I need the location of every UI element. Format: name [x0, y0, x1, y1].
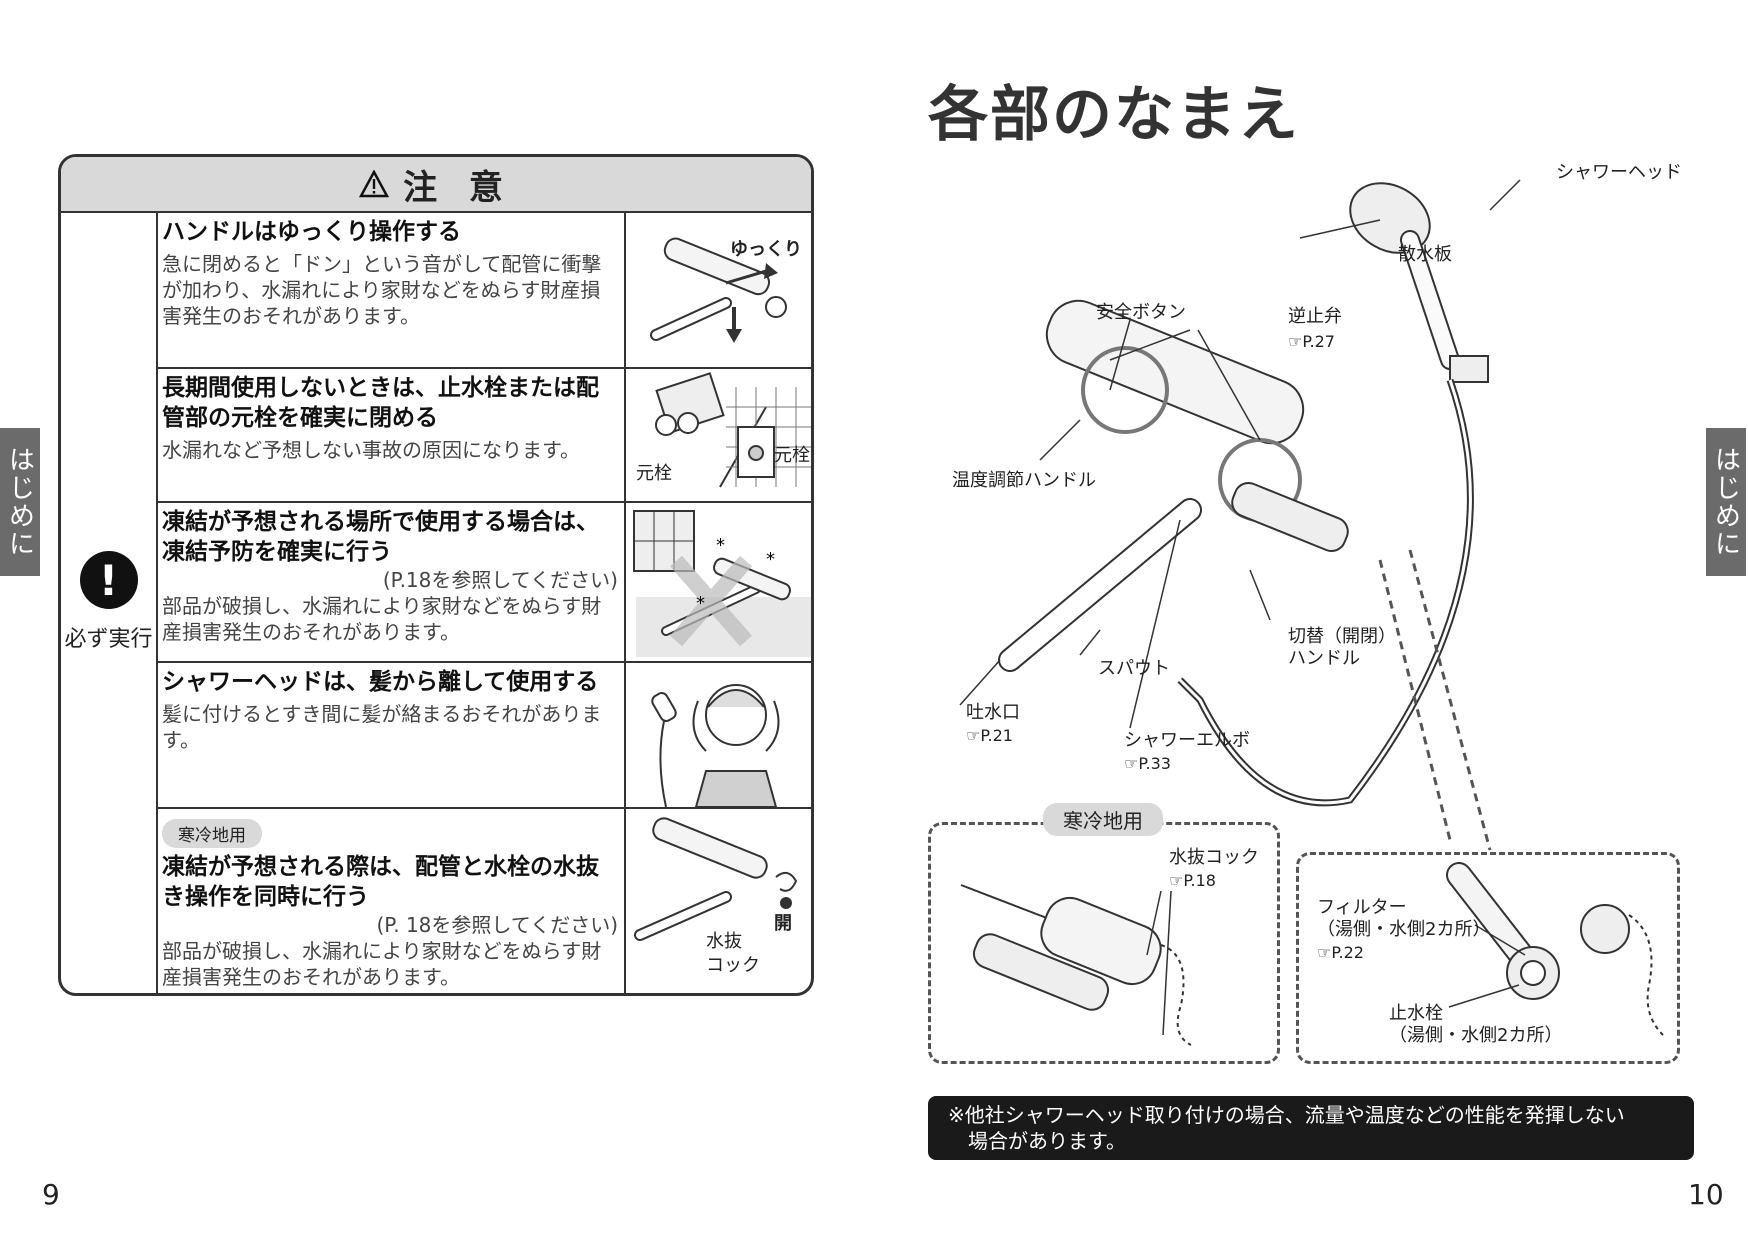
caution-row-4: シャワーヘッドは、髪から離して使用する 髪に付けるとすき間に髪が絡まるおそれがあ…	[156, 661, 811, 809]
cold-region-tag: 寒冷地用	[1043, 803, 1163, 836]
caution-row-2: 長期間使用しないときは、止水栓または配管部の元栓を確実に閉める 水漏れなど予想し…	[156, 367, 811, 503]
row-body: 部品が破損し、水漏れにより家財などをぬらす財産損害発生のおそれがあります。	[162, 939, 602, 989]
cold-region-box: 寒冷地用 水抜コック ☞P.18	[928, 803, 1280, 1064]
pointing-hand-icon: ☞	[1169, 871, 1184, 890]
label-stop-valve-note: （湯側・水側2カ所）	[1389, 1025, 1563, 1046]
label-filter: フィルター	[1317, 897, 1407, 918]
faucet-diagram	[959, 179, 1521, 851]
label-drain-cock: 水抜コック	[1169, 847, 1259, 868]
cold-region-tag: 寒冷地用	[162, 819, 262, 848]
row-heading: シャワーヘッドは、髪から離して使用する	[162, 669, 599, 695]
must-do-column: ! 必ず実行	[61, 211, 158, 993]
open-label: 開	[774, 913, 792, 934]
caution-header: 注 意	[61, 157, 811, 213]
row-heading: 凍結が予想される際は、配管と水栓の水抜き操作を同時に行う	[162, 854, 599, 910]
label-stop-valve: 止水栓	[1389, 1003, 1443, 1024]
shower-elbow-ref-text: P.33	[1138, 754, 1171, 773]
label-spray-plate: 散水板	[1398, 244, 1452, 265]
svg-text:*: *	[766, 549, 775, 570]
row-body: 急に閉めると「ドン」という音がして配管に衝撃が加わり、水漏れにより家財などをぬら…	[162, 252, 602, 328]
ref-shower-elbow: ☞P.33	[1124, 754, 1171, 773]
row-heading: 凍結が予想される場所で使用する場合は、凍結予防を確実に行う	[162, 509, 599, 565]
label-spout: スパウト	[1098, 658, 1170, 679]
outlet-ref-text: P.21	[980, 726, 1013, 745]
handle-illustration: ゆっくり	[624, 211, 811, 367]
row-heading: 長期間使用しないときは、止水栓または配管部の元栓を確実に閉める	[162, 375, 599, 431]
label-check-valve: 逆止弁	[1288, 306, 1342, 327]
caution-row-5: 寒冷地用 凍結が予想される際は、配管と水栓の水抜き操作を同時に行う (P. 18…	[156, 807, 811, 993]
filter-box: フィルター （湯側・水側2カ所） ☞P.22 止水栓 （湯側・水側2カ所）	[1296, 852, 1680, 1064]
caution-row-3: 凍結が予想される場所で使用する場合は、凍結予防を確実に行う (P.18を参照して…	[156, 501, 811, 663]
hair-illustration	[624, 661, 811, 808]
check-valve-ref-text: P.27	[1302, 332, 1335, 351]
row-body: 部品が破損し、水漏れにより家財などをぬらす財産損害発生のおそれがあります。	[162, 594, 602, 644]
label-temp-handle: 温度調節ハンドル	[952, 470, 1096, 491]
drain-cock-ref-text: P.18	[1183, 871, 1216, 890]
label-filter-note: （湯側・水側2カ所）	[1317, 919, 1491, 940]
page-title: 各部のなまえ	[928, 80, 1300, 150]
exclamation-icon: !	[79, 551, 138, 609]
row-body: 水漏れなど予想しない事故の原因になります。	[162, 438, 580, 462]
slowly-label: ゆっくり	[730, 239, 802, 260]
label-switch-handle-2: ハンドル	[1288, 648, 1360, 669]
ref-filter: ☞P.22	[1317, 943, 1364, 962]
row-body: 髪に付けるとすき間に髪が絡まるおそれがあります。	[162, 702, 602, 752]
label-outlet: 吐水口	[966, 702, 1020, 723]
ref-drain-cock: ☞P.18	[1169, 871, 1216, 890]
drain-label-2: コック	[706, 955, 760, 976]
main-valve-illustration: 元栓 元栓	[624, 367, 811, 501]
drain-illustration: 開 水抜 コック	[624, 807, 811, 993]
note-bar: ※他社シャワーヘッド取り付けの場合、流量や温度などの性能を発揮しない 場合があり…	[928, 1096, 1694, 1160]
ref-check-valve: ☞P.27	[1288, 332, 1335, 351]
side-tab-left: はじめに	[0, 428, 40, 576]
pointing-hand-icon: ☞	[1124, 754, 1139, 773]
pointing-hand-icon: ☞	[1317, 943, 1332, 962]
note-line-1: ※他社シャワーヘッド取り付けの場合、流量や温度などの性能を発揮しない	[948, 1103, 1625, 1127]
label-shower-elbow: シャワーエルボ	[1124, 730, 1250, 751]
pointing-hand-icon: ☞	[1288, 332, 1303, 351]
caution-title: 注 意	[403, 167, 513, 208]
ref-outlet: ☞P.21	[966, 726, 1013, 745]
shower-head-drawing	[1349, 182, 1489, 383]
warning-triangle-icon	[359, 170, 390, 198]
freeze-illustration: * * *	[624, 501, 811, 661]
label-shower-head: シャワーヘッド	[1556, 162, 1682, 183]
note-line-2: 場合があります。	[968, 1129, 1126, 1153]
page-number-left: 9	[42, 1178, 60, 1211]
label-switch-handle-1: 切替（開閉）	[1288, 626, 1396, 647]
caution-box: 注 意 ! 必ず実行 ハンドルはゆっくり操作する 急に閉めると「ドン」という音が…	[58, 154, 814, 996]
svg-text:*: *	[716, 535, 725, 556]
row-reference: (P. 18を参照してください)	[376, 913, 618, 937]
pointing-hand-icon: ☞	[966, 726, 981, 745]
main-valve-label-2: 元栓	[774, 445, 810, 466]
row-heading: ハンドルはゆっくり操作する	[162, 219, 461, 245]
main-valve-label-1: 元栓	[636, 463, 672, 484]
row-reference: (P.18を参照してください)	[382, 568, 618, 592]
page-number-right: 10	[1688, 1178, 1724, 1211]
must-do-label: 必ず実行	[64, 627, 153, 652]
drain-label-1: 水抜	[706, 931, 742, 952]
label-safety-button: 安全ボタン	[1096, 302, 1186, 323]
svg-text:*: *	[696, 593, 705, 614]
filter-ref-text: P.22	[1331, 943, 1364, 962]
side-tab-right: はじめに	[1706, 428, 1746, 576]
caution-row-1: ハンドルはゆっくり操作する 急に閉めると「ドン」という音がして配管に衝撃が加わり…	[156, 211, 811, 369]
